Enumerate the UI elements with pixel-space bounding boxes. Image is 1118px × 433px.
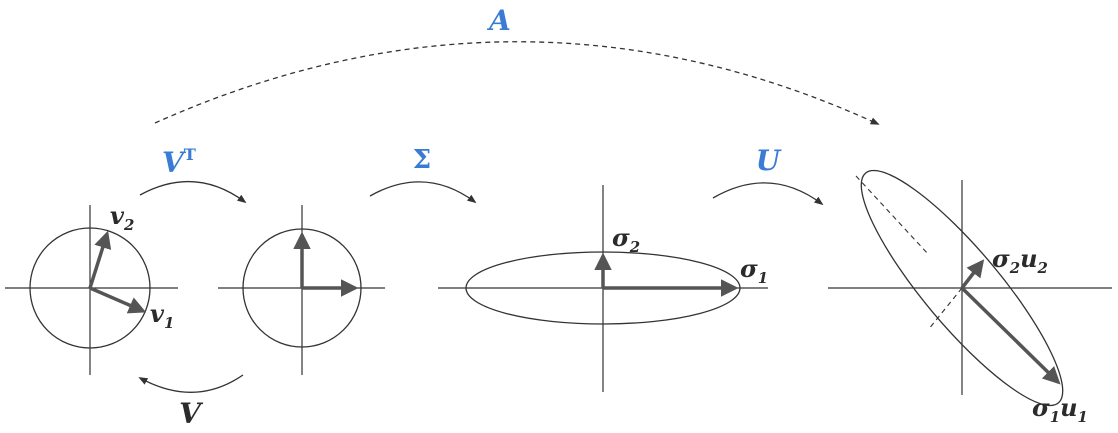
sigma1-label: σ1 [740,254,768,287]
rotated-ellipse [860,169,1064,407]
minor-axis-dashed [927,287,963,331]
sigma1u1-vector [960,286,1061,385]
a-transform-arc [154,41,880,125]
v2-label: v2 [110,201,134,234]
sigma2u2-label: σ2u2 [992,244,1048,277]
sigma-transform-arrow [369,181,477,204]
a-label: A [486,4,511,37]
sigma2u2-vector [960,259,985,290]
vt-label: VT [162,145,196,179]
v-transform-arrow [138,374,244,393]
unit-circle [242,228,362,348]
major-axis-dashed [855,175,929,255]
u-label: U [756,144,782,177]
panel-original: v2 v1 [5,201,178,375]
panel-rotated [218,205,385,375]
u-transform-arrow [712,182,824,206]
vt-transform-arrow [139,180,247,204]
v1-vector [89,286,147,314]
sigma2-label: σ2 [612,223,640,256]
panel-final: σ2u2 σ1u1 [828,169,1112,426]
v1-label: v1 [150,299,174,332]
v2-vector [88,230,112,289]
ellipse [465,251,741,325]
unit-circle [29,227,151,349]
sigma-label: Σ [413,145,431,175]
sigma1u1-label: σ1u1 [1032,393,1088,426]
v-label: V [179,397,204,430]
panel-scaled: σ2 σ1 [438,185,768,392]
